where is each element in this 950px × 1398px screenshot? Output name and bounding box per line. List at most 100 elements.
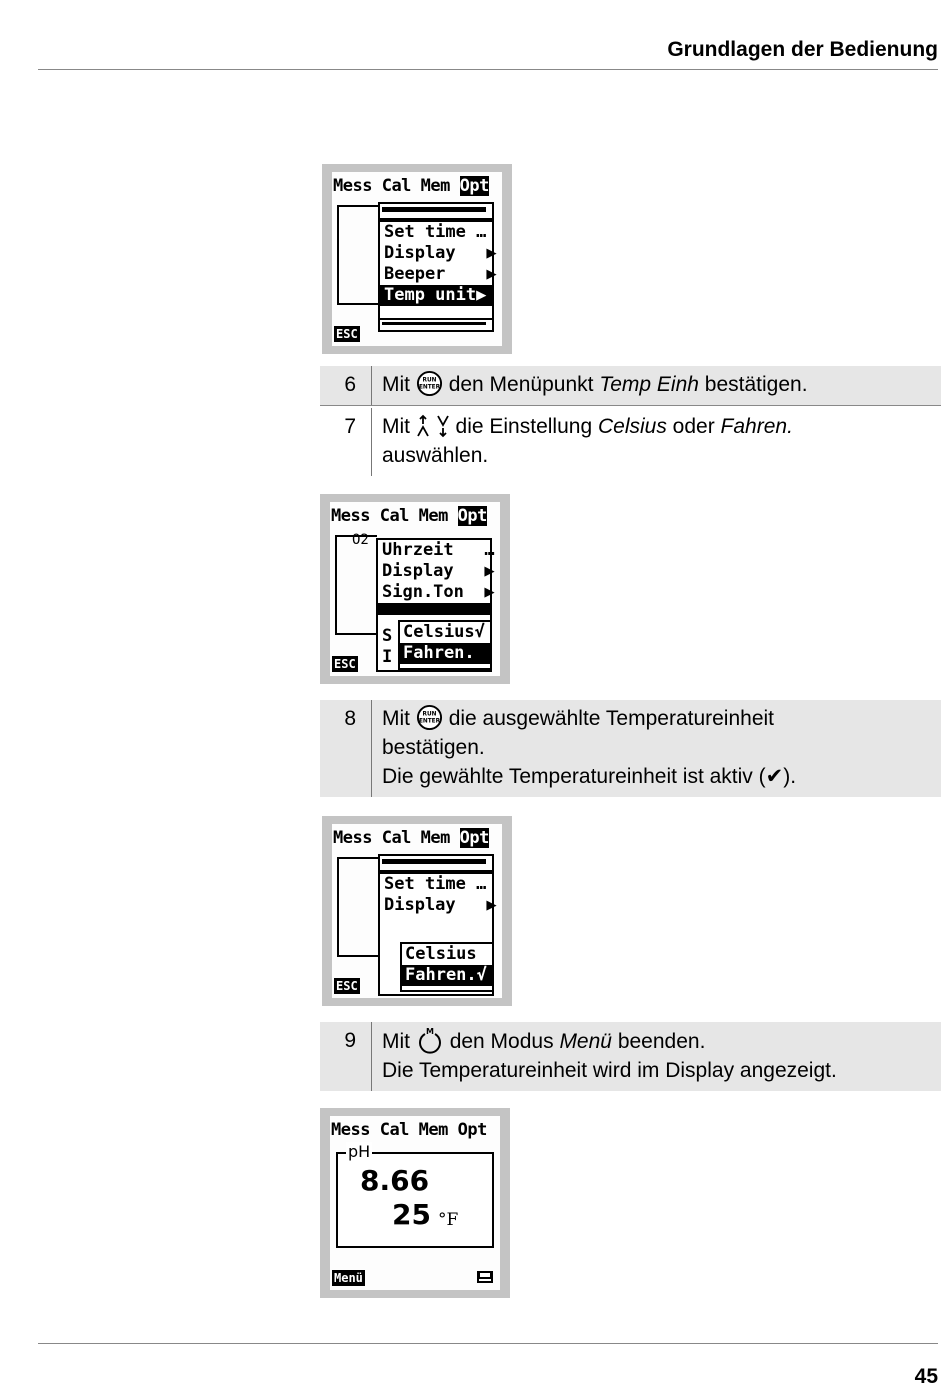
step-text-line2: bestätigen.: [382, 736, 485, 759]
step-text-post: die Einstellung: [455, 415, 593, 438]
step-text-menu: Menü: [559, 1030, 612, 1053]
down-arrow-icon: [436, 415, 449, 438]
menu-opt-selected: Opt: [459, 176, 489, 196]
step-7: 7 Mit die Einstellung Celsius oder Fahre…: [320, 408, 941, 476]
display-bracket: [335, 535, 377, 635]
step-text-line2: Die Temperatureinheit wird im Display an…: [382, 1059, 837, 1082]
submenu-item-fahrenheit: Fahren.: [400, 643, 490, 664]
step-text-line2: auswählen.: [382, 444, 489, 467]
step-text-pre: Mit: [382, 707, 410, 730]
lcd-menu-bar: Mess Cal Mem Opt: [333, 176, 489, 196]
menu-mem: Mem: [418, 506, 449, 526]
parameter-label: pH: [346, 1142, 373, 1161]
esc-softkey: ESC: [334, 326, 360, 342]
step-text-pre: Mit: [382, 415, 410, 438]
menu-cal: Cal: [379, 506, 410, 526]
svg-text:M: M: [426, 1027, 434, 1036]
step-text-line3-end: ).: [783, 765, 797, 788]
menu-item-display: Display ▶: [384, 243, 497, 263]
menu-cal: Cal: [379, 1120, 410, 1140]
temp-unit-submenu: Celsius Fahren.√: [400, 942, 494, 992]
options-menu: Set time … Display ▶ Beeper ▶ Temp unit▶: [378, 220, 497, 320]
step-text-celsius: Celsius: [597, 415, 667, 438]
step-number: 9: [320, 1022, 372, 1091]
lcd-menu-bar: Mess Cal Mem Opt: [333, 828, 489, 848]
menu-opt-selected: Opt: [459, 828, 489, 848]
printer-icon: [477, 1271, 493, 1283]
lcd-screen-1: Mess Cal Mem Opt Set time … Display ▶ Be…: [322, 164, 512, 354]
step-number: 7: [320, 408, 372, 476]
step-text-post: die ausgewählte Temperatureinheit: [448, 707, 775, 730]
temperature-value: 25: [392, 1198, 431, 1231]
step-number: 8: [320, 700, 372, 797]
menu-item-temp-einh-partial: [378, 603, 490, 615]
step-text: Mit die Einstellung Celsius oder Fahren.…: [372, 408, 941, 476]
menu-opt-selected: Opt: [457, 506, 487, 526]
menu-softkey: Menü: [332, 1270, 365, 1286]
step-text-post: den Modus: [449, 1030, 554, 1053]
submenu-item-celsius: Celsius: [405, 944, 487, 964]
menu-item-sign-ton: Sign.Ton ▶: [382, 582, 495, 602]
step-text: Mit M den Modus Menü beenden. Die Temper…: [372, 1022, 941, 1091]
menu-mem: Mem: [420, 828, 451, 848]
menu-mem: Mem: [420, 176, 451, 196]
options-menu: Uhrzeit … Display ▶ Sign.Ton ▶: [376, 538, 495, 672]
step-text-post: den Menüpunkt: [448, 373, 594, 396]
menu-mem: Mem: [418, 1120, 449, 1140]
menu-mess: Mess: [333, 176, 372, 196]
measurement-display: pH 8.66 25 °F: [336, 1142, 494, 1248]
step-text-fahren: Fahren.: [720, 415, 793, 438]
ph-value: 8.66: [360, 1164, 430, 1197]
step-9: 9 Mit M den Modus Menü beenden. Die Temp…: [320, 1022, 941, 1091]
step-text-mid: oder: [672, 415, 715, 438]
display-bracket: [337, 857, 379, 957]
step-text-pre: Mit: [382, 1030, 410, 1053]
menu-letter-s: S: [382, 626, 393, 646]
lcd-menu-bar: Mess Cal Mem Opt: [331, 1120, 487, 1140]
footer-rule: [38, 1343, 938, 1344]
step-text-line3: Die gewählte Temperatureinheit ist aktiv…: [382, 765, 766, 788]
menu-item-display: Display ▶: [384, 895, 497, 915]
svg-text:ENTER: ENTER: [419, 718, 441, 724]
header-rule: [38, 69, 938, 70]
lcd-menu-bar: Mess Cal Mem Opt: [331, 506, 487, 526]
lcd-screen-3: Mess Cal Mem Opt Set time … Display ▶ Ce…: [322, 816, 512, 1006]
svg-text:RUN: RUN: [422, 712, 436, 718]
temp-unit-submenu: Celsius√ Fahren.: [398, 620, 492, 670]
submenu-item-fahrenheit: Fahren.√: [402, 965, 492, 986]
menu-letter-i: I: [382, 647, 393, 667]
menu-mess: Mess: [331, 1120, 370, 1140]
step-text-menu-item: Temp Einh: [599, 373, 699, 396]
page-header-title: Grundlagen der Bedienung: [667, 38, 938, 61]
esc-softkey: ESC: [332, 656, 358, 672]
esc-softkey: ESC: [334, 978, 360, 994]
step-number: 6: [320, 366, 372, 405]
menu-item-display: Display ▶: [382, 561, 495, 581]
step-text-tail: beenden.: [617, 1030, 706, 1053]
step-text-tail: bestätigen.: [704, 373, 808, 396]
display-bracket: [337, 205, 379, 305]
menu-item-uhrzeit: Uhrzeit …: [382, 540, 495, 560]
check-icon: ✔: [765, 764, 784, 788]
menu-item-set-time: Set time …: [384, 874, 487, 894]
temperature-unit: °F: [438, 1210, 459, 1230]
submenu-item-celsius: Celsius√: [403, 622, 485, 642]
menu-mess: Mess: [331, 506, 370, 526]
menu-item-temp-unit: Temp unit▶: [380, 285, 492, 306]
mode-m-icon: M: [418, 1027, 441, 1054]
menu-cal: Cal: [381, 176, 412, 196]
menu-cal: Cal: [381, 828, 412, 848]
step-text-pre: Mit: [382, 373, 410, 396]
lcd-screen-2: Mess Cal Mem Opt O2 Uhrzeit … Display ▶ …: [320, 494, 510, 684]
lcd-screen-4: Mess Cal Mem Opt pH 8.66 25 °F Menü: [320, 1108, 510, 1298]
svg-text:RUN: RUN: [422, 378, 436, 384]
menu-item-beeper: Beeper ▶: [384, 264, 497, 284]
menu-scroll-strip: [378, 854, 494, 872]
menu-scroll-strip-bottom: [378, 318, 494, 332]
menu-mess: Mess: [333, 828, 372, 848]
